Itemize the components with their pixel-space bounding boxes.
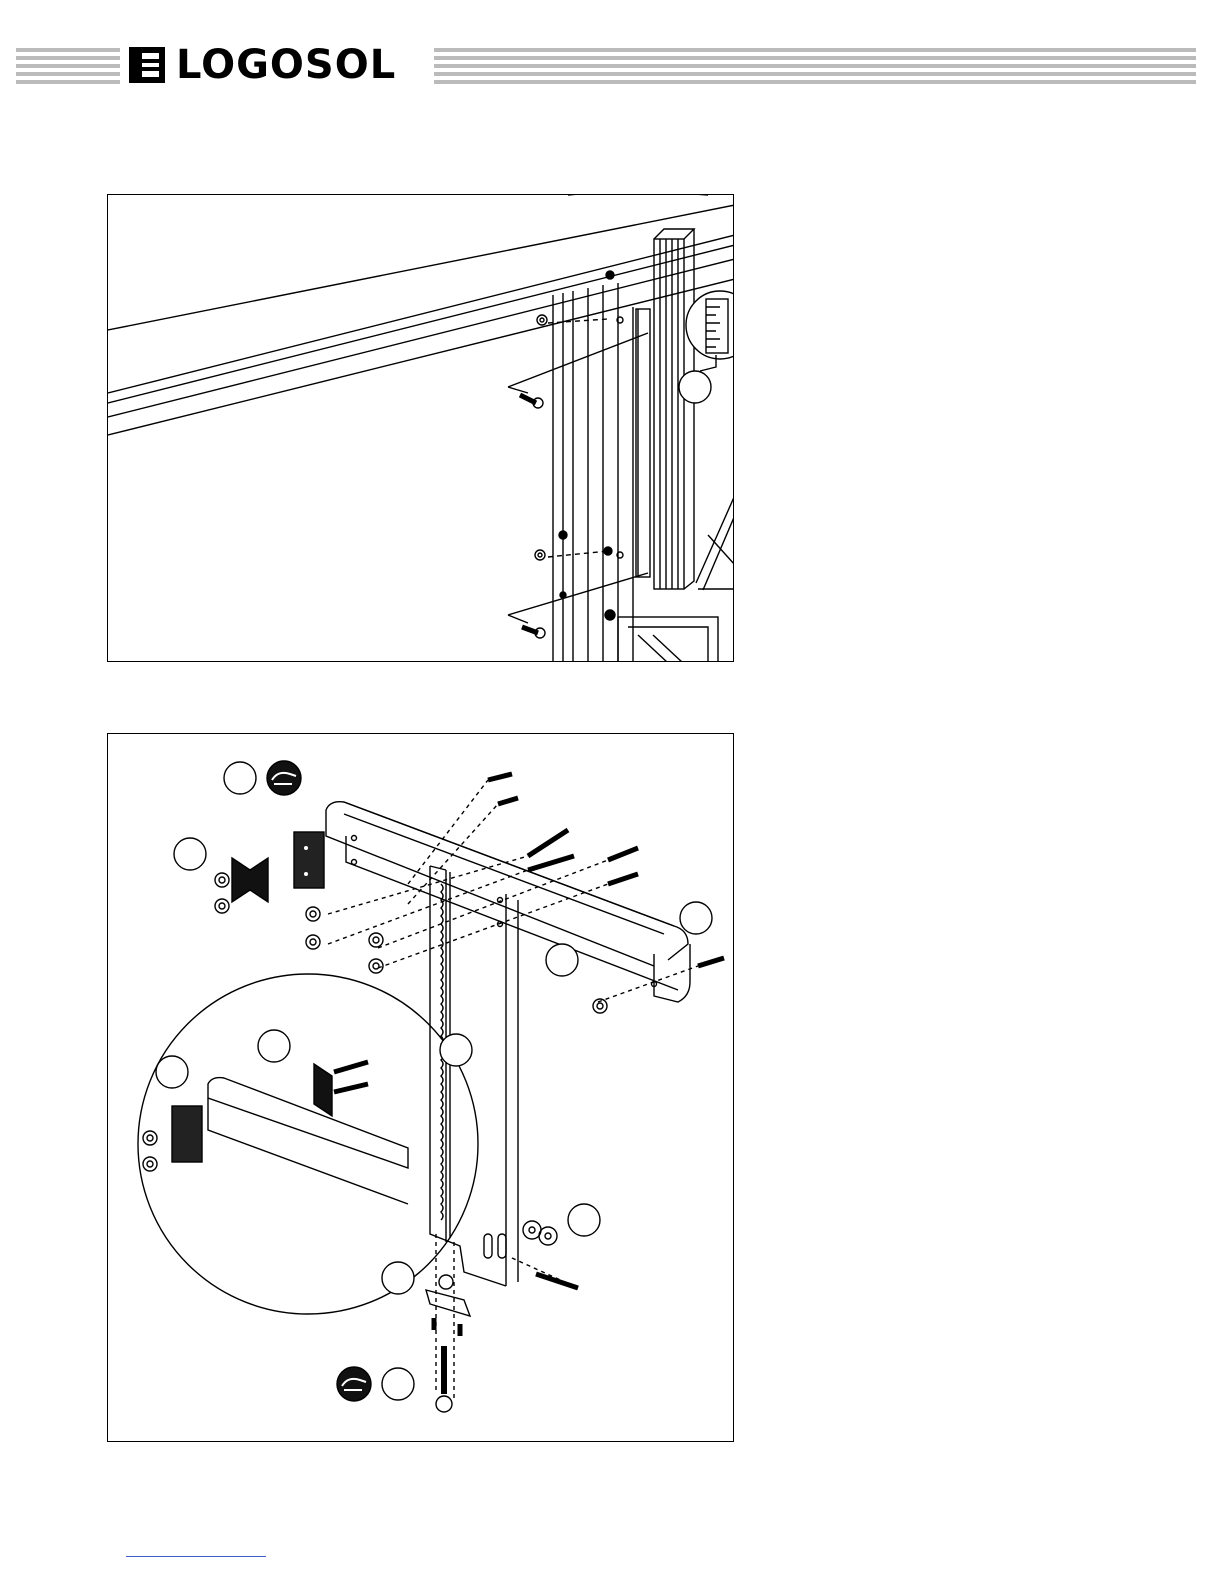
carriage-assembly-figure	[107, 733, 734, 1442]
footer-link-underline[interactable]	[126, 1556, 266, 1557]
header-stripes-right	[434, 46, 1196, 84]
carriage-assembly-drawing	[108, 734, 734, 1442]
logosol-mark-icon	[128, 46, 166, 84]
hand-tighten-icon	[337, 1367, 371, 1401]
mounting-rail-drawing	[108, 195, 734, 662]
brand-logo: LOGOSOL	[128, 44, 396, 86]
mounting-rail-figure	[107, 194, 734, 662]
page-header: LOGOSOL	[0, 40, 1224, 90]
brand-name: LOGOSOL	[176, 44, 396, 86]
header-stripes-left	[16, 46, 120, 84]
hand-tighten-icon	[267, 761, 301, 795]
